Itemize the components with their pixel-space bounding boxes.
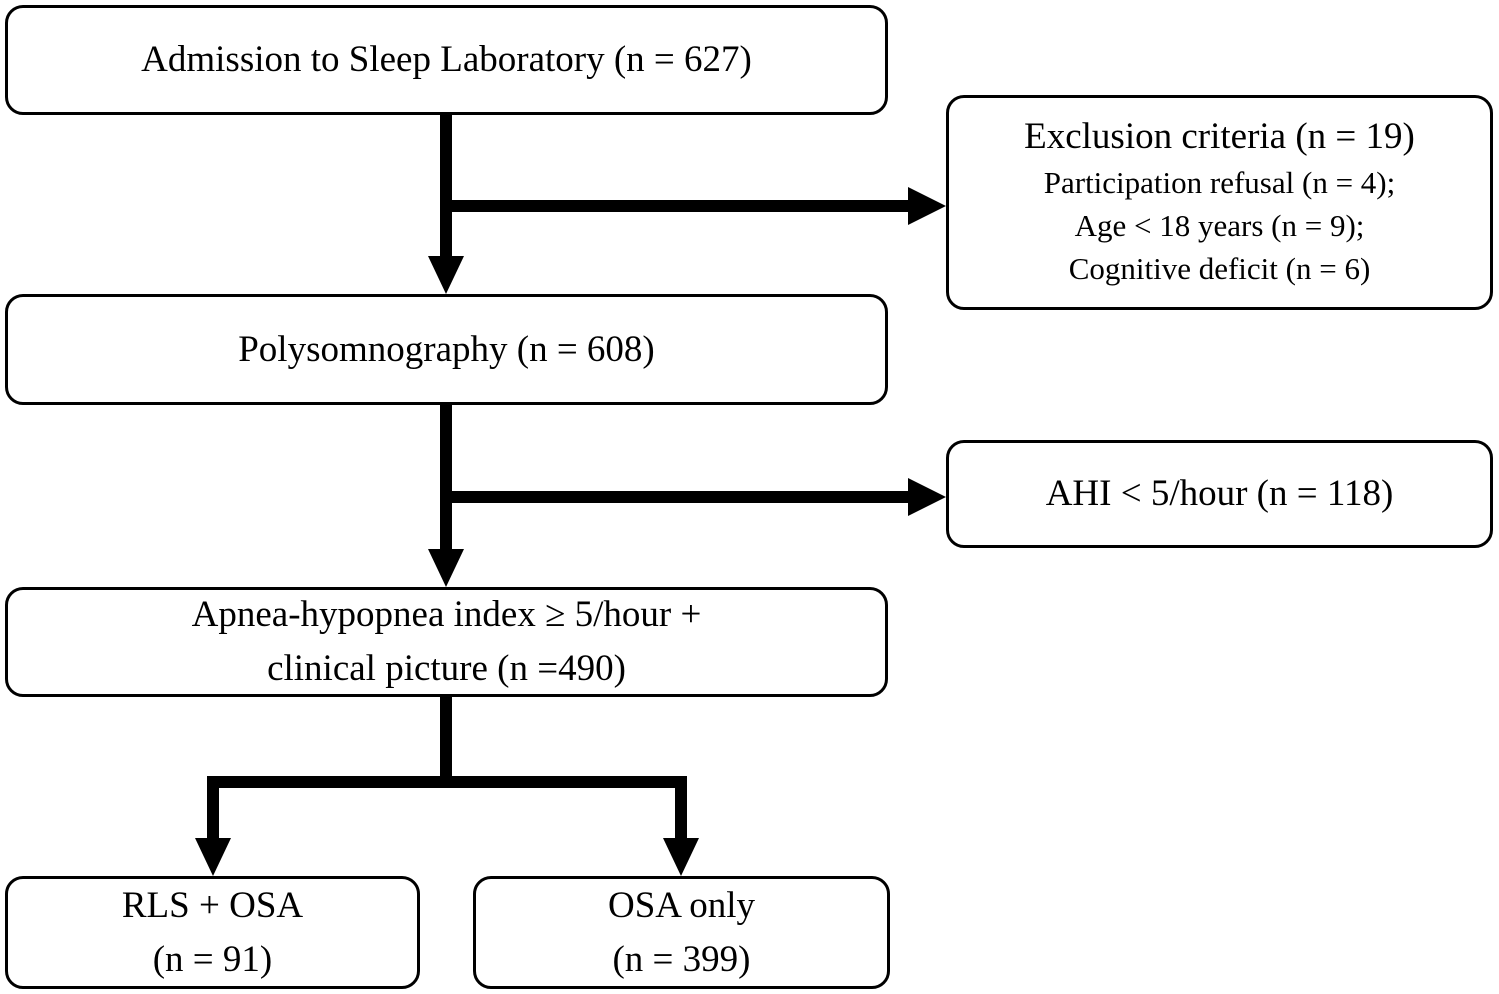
arrowhead-down-rls-icon <box>195 838 231 876</box>
ahi-included-line1: Apnea-hypopnea index ≥ 5/hour + <box>191 594 702 636</box>
connector-admission-to-psg <box>440 114 452 260</box>
ahi-excluded-box: AHI < 5/hour (n = 118) <box>946 440 1493 548</box>
polysomnography-box: Polysomnography (n = 608) <box>5 294 888 405</box>
arrowhead-right-exclusion-icon <box>908 187 946 225</box>
arrowhead-right-ahi-excluded-icon <box>908 478 946 516</box>
exclusion-criteria-box: Exclusion criteria (n = 19) Participatio… <box>946 95 1493 310</box>
polysomnography-label: Polysomnography (n = 608) <box>238 328 655 370</box>
arrowhead-down-psg-icon <box>428 256 464 294</box>
ahi-included-box: Apnea-hypopnea index ≥ 5/hour + clinical… <box>5 587 888 697</box>
connector-split-bar <box>207 776 687 788</box>
osa-only-box: OSA only (n = 399) <box>473 876 890 989</box>
admission-box: Admission to Sleep Laboratory (n = 627) <box>5 5 888 115</box>
exclusion-item: Cognitive deficit (n = 6) <box>1068 251 1371 287</box>
admission-label: Admission to Sleep Laboratory (n = 627) <box>141 39 752 81</box>
ahi-included-line2: clinical picture (n =490) <box>267 648 626 689</box>
connector-to-exclusion <box>440 200 910 212</box>
rls-osa-line1: RLS + OSA <box>121 884 304 926</box>
connector-split-left <box>207 776 219 840</box>
arrowhead-down-osa-icon <box>663 838 699 876</box>
connector-ahi-stem <box>440 696 452 788</box>
exclusion-item: Participation refusal (n = 4); <box>1043 164 1396 200</box>
rls-osa-line2: (n = 91) <box>152 938 273 980</box>
exclusion-item: Age < 18 years (n = 9); <box>1074 207 1365 243</box>
osa-only-line2: (n = 399) <box>612 938 751 980</box>
exclusion-title: Exclusion criteria (n = 19) <box>1024 116 1415 158</box>
osa-only-line1: OSA only <box>607 884 755 926</box>
connector-psg-to-ahi <box>440 404 452 551</box>
rls-osa-box: RLS + OSA (n = 91) <box>5 876 420 989</box>
connector-split-right <box>675 776 687 840</box>
arrowhead-down-ahi-icon <box>428 549 464 587</box>
connector-to-ahi-excluded <box>440 491 910 503</box>
ahi-excluded-label: AHI < 5/hour (n = 118) <box>1045 473 1394 515</box>
